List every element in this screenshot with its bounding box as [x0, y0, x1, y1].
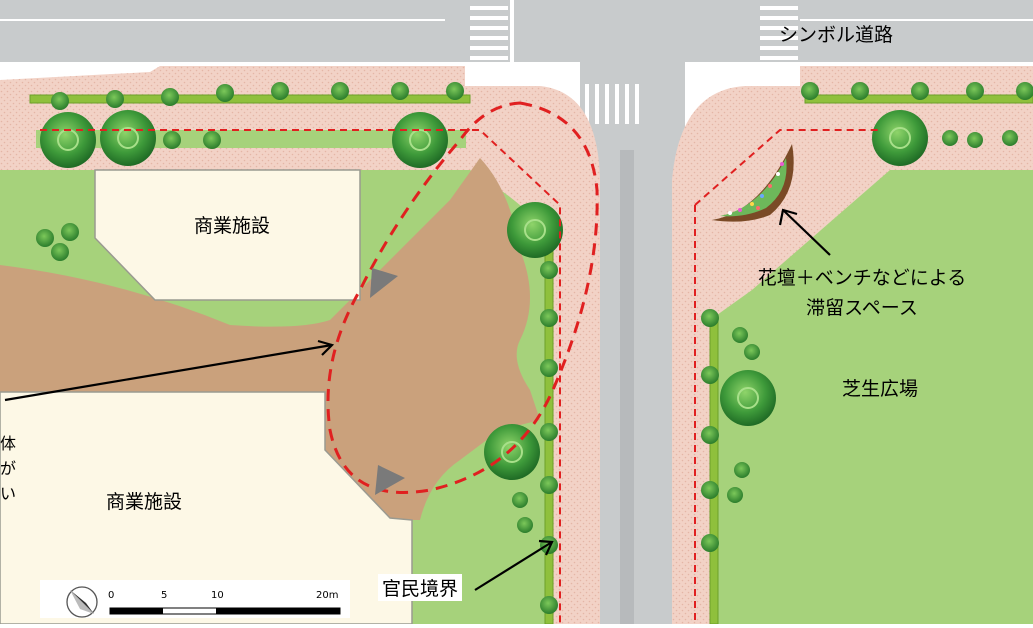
hedge-boundary-right [709, 319, 719, 625]
flower-bed-label-1: 花壇＋ベンチなどによる [757, 267, 967, 289]
tree-icon [40, 110, 928, 480]
edge-note-line-2: が [0, 459, 17, 478]
road-horizontal [0, 0, 1033, 62]
scale-bar [109, 607, 341, 615]
right-lawn [710, 170, 1033, 624]
crosswalk-top [470, 6, 798, 70]
stop-line [510, 0, 514, 80]
scale-tick-20m: 20m [316, 590, 339, 601]
left-block [0, 66, 600, 625]
edge-note-line-3: い [0, 484, 17, 503]
building-upper [94, 169, 361, 301]
north-arrow-icon [66, 586, 98, 618]
lawn-plaza-label: 芝生広場 [842, 378, 919, 400]
right-block [672, 66, 1033, 625]
edge-note-line-1: 体 [0, 434, 17, 453]
shrub-row [36, 82, 1033, 614]
scale-area [40, 580, 350, 618]
boundary-label: 官民境界 [378, 574, 463, 601]
scale-tick-0: 0 [108, 590, 115, 601]
hedge-top-left [29, 94, 471, 104]
road-median [620, 150, 634, 624]
building-lower-label: 商業施設 [106, 491, 183, 513]
building-upper-label: 商業施設 [194, 215, 271, 237]
flower-bed-label-2: 滞留スペース [806, 297, 918, 319]
arrow-triangle-icon [375, 465, 405, 495]
boundary-dashed-lines [40, 129, 880, 624]
arrow-triangle-icon [370, 268, 398, 298]
focus-dashed-oval [326, 101, 599, 494]
road-name-label: シンボル道路 [779, 24, 894, 46]
scale-tick-5: 5 [161, 590, 168, 601]
callout-arrows [4, 208, 831, 591]
flower-bed-icon [712, 144, 794, 222]
scale-tick-10: 10 [211, 590, 224, 601]
